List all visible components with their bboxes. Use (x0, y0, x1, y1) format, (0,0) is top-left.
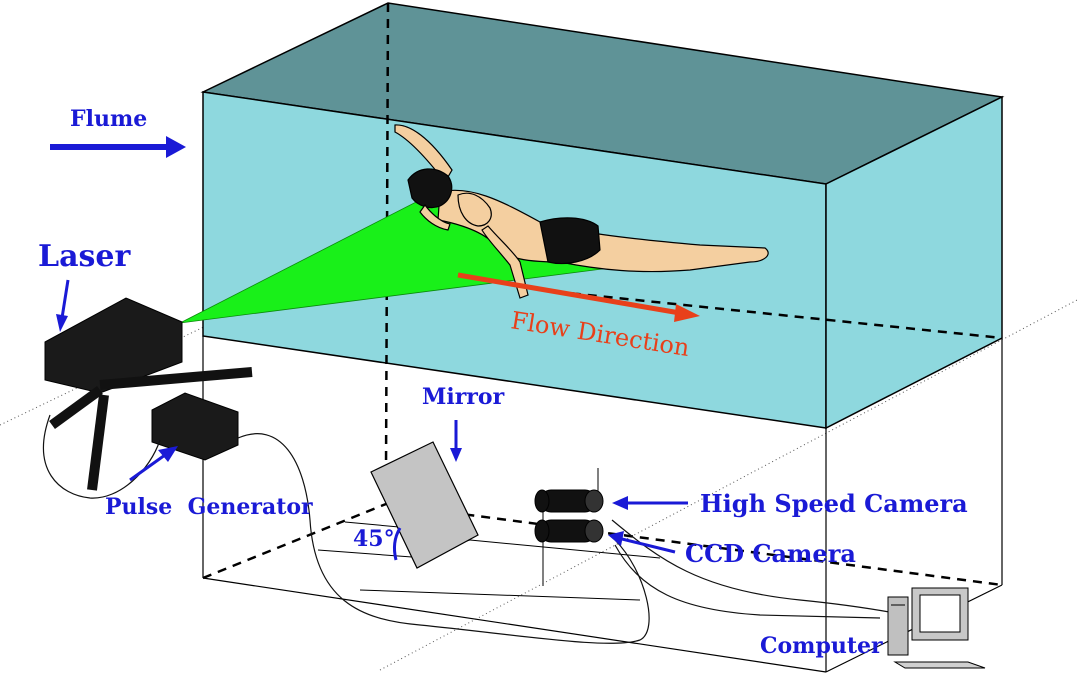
angle-label: 45° (353, 526, 395, 552)
pulse-generator-box (151, 392, 239, 461)
ccd-camera-icon (534, 519, 604, 543)
flume-label: Flume (70, 106, 147, 132)
laser-label: Laser (38, 239, 132, 274)
swimmer-figure (394, 124, 769, 299)
ccd-camera-arrow-icon (621, 537, 676, 554)
high-speed-camera-icon (534, 489, 604, 513)
pulse-generator-arrow-icon (129, 453, 166, 482)
high-speed-camera-label: High Speed Camera (700, 489, 968, 518)
pointer-arrows (50, 136, 688, 554)
angle-arc-icon (392, 527, 402, 561)
ccd-camera-label: CCD Camera (685, 539, 856, 568)
flow-direction-arrow-icon (457, 272, 700, 322)
laser-arrow-icon (60, 279, 70, 319)
mirror (370, 441, 479, 569)
pulse-generator-label: Pulse Generator (105, 494, 313, 520)
mirror-label: Mirror (422, 384, 505, 410)
hidden-edges (202, 2, 1003, 587)
cables (42, 414, 906, 644)
computer-label: Computer (760, 633, 883, 659)
computer-icon (887, 587, 986, 669)
laser-box (44, 297, 253, 491)
